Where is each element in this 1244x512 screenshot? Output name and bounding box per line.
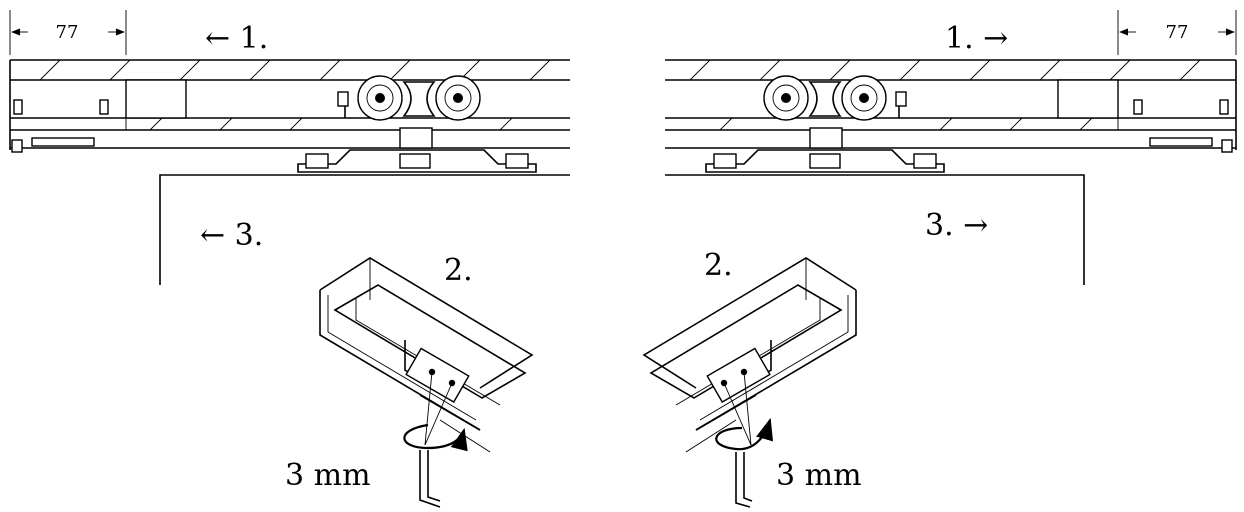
left-panel: 77 ← 1. [9, 10, 570, 508]
left-rail [9, 59, 570, 153]
right-panel: 77 1. → [642, 10, 1237, 508]
left-hex-key [403, 423, 468, 508]
left-profile-detail [319, 257, 534, 453]
left-bracket [297, 127, 537, 173]
left-tool-label: 3 mm [285, 458, 371, 493]
left-step3-label: ← 3. [200, 218, 263, 253]
right-rail [665, 59, 1237, 153]
right-step1-label: 1. → [945, 21, 1008, 56]
left-step2-label: 2. [444, 253, 473, 288]
left-door-outline [159, 174, 570, 285]
right-door-outline [665, 174, 1085, 285]
right-dimension: 77 [1117, 10, 1237, 55]
right-profile-detail [642, 257, 857, 453]
right-step3-label: 3. → [925, 208, 988, 243]
right-tool-label: 3 mm [776, 458, 862, 493]
left-dimension-label: 77 [56, 22, 79, 43]
right-hex-key [715, 417, 774, 508]
left-trolley [337, 75, 481, 121]
left-step1-label: ← 1. [205, 21, 268, 56]
left-dimension: 77 [9, 10, 127, 55]
right-dimension-label: 77 [1166, 22, 1189, 43]
right-trolley [763, 75, 907, 121]
right-bracket [705, 127, 945, 173]
right-step2-label: 2. [704, 248, 733, 283]
